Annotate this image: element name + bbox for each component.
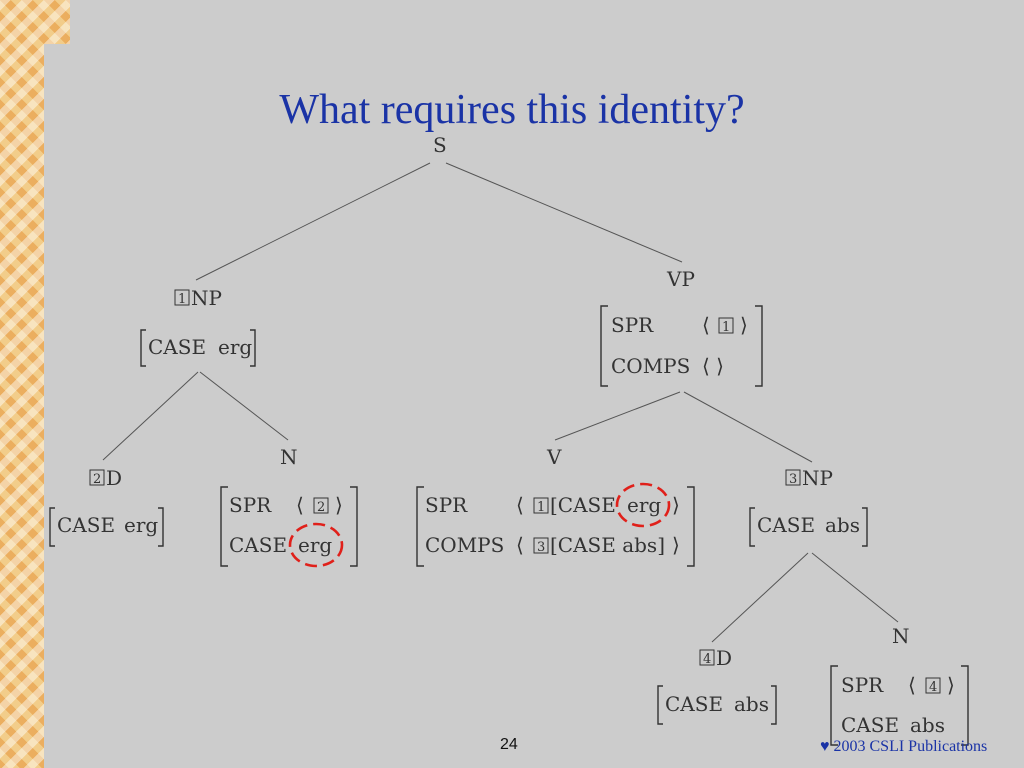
avm-empty-list: ⟨ ⟩ (702, 354, 724, 378)
node-n-left-label: N (280, 445, 298, 469)
avm-angle-open-2: ⟨ (516, 533, 524, 557)
avm-feature-comps: COMPS (425, 533, 504, 557)
node-np1-label: NP (191, 286, 222, 310)
avm-value-case: abs (910, 713, 945, 737)
avm-feature-case: CASE (841, 713, 899, 737)
avm-value: erg (218, 335, 252, 359)
node-d2-label: D (106, 466, 122, 490)
tag-number: 4 (703, 652, 711, 667)
node-n-left: N SPR ⟨ 2 ⟩ CASE erg (220, 445, 358, 568)
avm-bracket (416, 486, 695, 567)
node-v: V SPR ⟨ 1 [CASE erg ⟩ COMPS ⟨ 3 [CASE ab… (416, 445, 695, 567)
avm-angle-close: ⟩ (335, 493, 343, 517)
page-number: 24 (500, 736, 518, 753)
avm-value-case: erg (298, 533, 332, 557)
tag-box (533, 497, 549, 514)
slide-border-left (0, 0, 44, 768)
avm-inner-case-abs: [CASE abs] (550, 533, 665, 557)
avm-bracket (600, 305, 763, 387)
slide-border-top (0, 0, 1024, 44)
tag-number: 3 (789, 472, 797, 487)
edge-np3-n (811, 552, 899, 623)
edge-np-d (102, 371, 199, 461)
avm-angle-open: ⟨ (702, 313, 710, 337)
avm-feature-comps: COMPS (611, 354, 690, 378)
avm-feature-spr: SPR (611, 313, 654, 337)
avm-feature-spr: SPR (229, 493, 272, 517)
tag-box (925, 677, 941, 694)
avm-feature-case: CASE (229, 533, 287, 557)
avm-feature-spr: SPR (841, 673, 884, 697)
avm-feature-spr: SPR (425, 493, 468, 517)
tag-number: 1 (722, 320, 730, 335)
tag-box (785, 469, 801, 486)
highlight-circle-right (615, 482, 671, 528)
avm-value: abs (734, 692, 769, 716)
avm-feature: CASE (148, 335, 206, 359)
avm-inner-case: [CASE (550, 493, 616, 517)
copyright-notice: ♥ 2003 CSLI Publications (820, 738, 988, 755)
tag-number: 3 (537, 540, 545, 555)
tag-box (313, 497, 329, 514)
avm-value: abs (825, 513, 860, 537)
edge-np-n (199, 371, 289, 441)
tag-number: 2 (93, 472, 101, 487)
avm-feature: CASE (57, 513, 115, 537)
avm-angle-close: ⟩ (672, 493, 680, 517)
edge-vp-v (554, 391, 681, 441)
node-np1: 1 NP CASE erg (140, 286, 256, 367)
avm-bracket (749, 507, 868, 547)
avm-angle-open: ⟨ (908, 673, 916, 697)
node-np3: 3 NP CASE abs (749, 466, 868, 547)
tag-box (718, 317, 734, 334)
avm-bracket (220, 486, 358, 567)
edge-s-vp (445, 162, 683, 263)
edge-s-np (195, 162, 431, 281)
tag-box (89, 469, 105, 486)
avm-value-erg: erg (627, 493, 661, 517)
node-v-label: V (546, 445, 562, 469)
edge-np3-d (711, 552, 809, 643)
node-s-label: S (433, 133, 447, 157)
tag-number: 4 (929, 680, 937, 695)
avm-angle-open: ⟨ (296, 493, 304, 517)
edge-vp-np3 (683, 391, 813, 463)
node-d4: 4 D CASE abs (657, 646, 777, 725)
avm-value: erg (124, 513, 158, 537)
avm-bracket (657, 685, 777, 725)
node-d2: 2 D CASE erg (49, 466, 164, 547)
avm-bracket (140, 329, 256, 367)
avm-feature: CASE (757, 513, 815, 537)
avm-angle-close-2: ⟩ (672, 533, 680, 557)
node-n-right-label: N (892, 624, 910, 648)
avm-bracket (830, 665, 969, 746)
node-vp-label: VP (666, 267, 695, 291)
tag-box (174, 289, 190, 306)
node-n-right: N SPR ⟨ 4 ⟩ CASE abs (830, 624, 969, 746)
avm-bracket (49, 507, 164, 547)
avm-angle-close: ⟩ (947, 673, 955, 697)
avm-angle-open: ⟨ (516, 493, 524, 517)
avm-feature: CASE (665, 692, 723, 716)
tag-number: 1 (537, 500, 545, 515)
tag-number: 1 (178, 292, 186, 307)
tag-box (533, 537, 549, 554)
tag-box (699, 649, 715, 666)
highlight-circle-left (288, 522, 344, 568)
tag-number: 2 (317, 500, 325, 515)
node-d4-label: D (716, 646, 732, 670)
node-vp: VP SPR ⟨ 1 ⟩ COMPS ⟨ ⟩ (600, 267, 763, 387)
avm-angle-close: ⟩ (740, 313, 748, 337)
tree-edges (102, 162, 899, 643)
node-np3-label: NP (802, 466, 833, 490)
slide-title: What requires this identity? (279, 87, 745, 133)
